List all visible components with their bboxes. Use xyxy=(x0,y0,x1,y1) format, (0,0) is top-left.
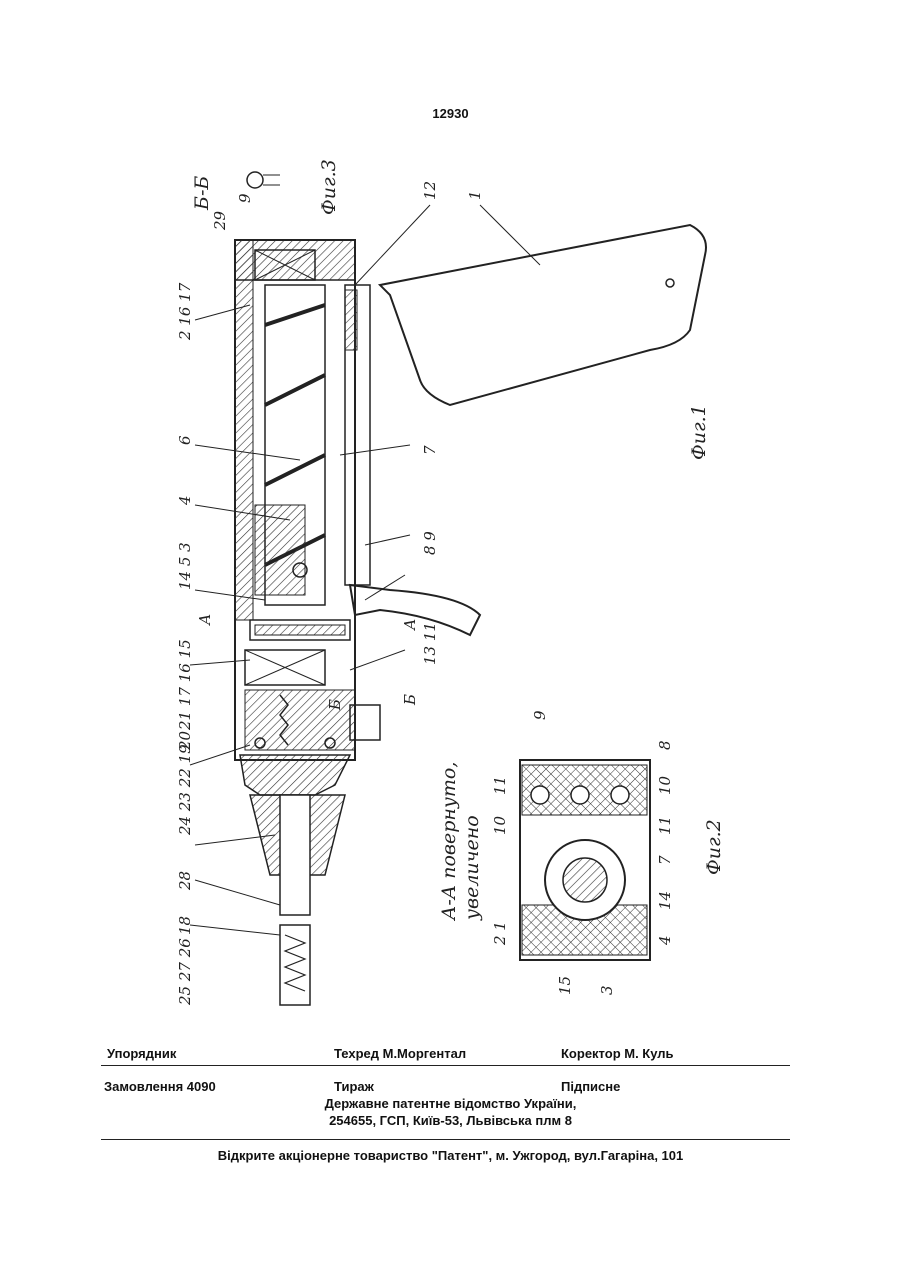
labels-top-1: 25 27 26 xyxy=(176,938,194,1006)
barrel-wall-top xyxy=(235,240,253,620)
office-line-2: 254655, ГСП, Київ-53, Львівська плм 8 xyxy=(0,1113,901,1128)
fig2-label-8: 8 xyxy=(656,740,674,750)
section-aa-caption-2: увеличено xyxy=(461,815,483,921)
fig2-label-2-1: 2 1 xyxy=(491,921,509,946)
section-bb-detail xyxy=(247,172,263,188)
label-12: 12 xyxy=(421,181,439,200)
fig2-label-10b: 10 xyxy=(491,815,509,835)
labels-top-5: 20 xyxy=(176,730,194,751)
patent-drawing: 25 27 26 18 28 24 23 22 19 20 21 17 16 1… xyxy=(150,145,750,1015)
fig2-caption: Фиг.2 xyxy=(703,819,725,875)
corrector-label: Коректор М. Куль xyxy=(561,1046,674,1061)
fig3-caption: Фиг.3 xyxy=(318,159,340,215)
page-number: 12930 xyxy=(0,106,901,121)
labels-top-10: 6 xyxy=(176,435,194,445)
fig2-label-3: 3 xyxy=(598,985,616,995)
nozzle-tube xyxy=(280,795,310,915)
section-aa-caption-1: А-А повернуто, xyxy=(438,762,460,922)
cartridge xyxy=(280,925,310,1005)
labels-top-9: 4 xyxy=(176,495,194,506)
circulation-label: Тираж xyxy=(334,1079,374,1094)
section-bb-caption: Б-Б xyxy=(191,176,213,211)
publisher-line: Відкрите акціонерне товариство "Патент",… xyxy=(0,1148,901,1163)
labels-top-2: 18 xyxy=(176,916,194,935)
fig2-label-11a: 11 xyxy=(491,776,509,795)
fig2-label-15: 15 xyxy=(556,976,574,995)
footer-rule-top xyxy=(101,1065,790,1066)
labels-top-4: 24 23 22 19 xyxy=(176,744,194,836)
fig2-label-7: 7 xyxy=(656,855,674,865)
labels-top-12: 29 xyxy=(211,210,229,231)
label-1: 1 xyxy=(466,190,484,200)
labels-top-7: А xyxy=(196,614,214,626)
label-8-9: 8 9 xyxy=(421,531,439,555)
handle-hole xyxy=(666,279,674,287)
handle-outline xyxy=(380,225,706,405)
label-b-mid: Б xyxy=(326,699,344,711)
label-b-lower: Б xyxy=(401,694,419,706)
compiler-label: Упорядник xyxy=(107,1046,176,1061)
fig2-label-14: 14 xyxy=(656,891,674,910)
order-label: Замовлення 4090 xyxy=(104,1079,216,1094)
fig2-label-10a: 10 xyxy=(656,775,674,795)
labels-top-3: 28 xyxy=(176,871,194,891)
footer-rule-bottom xyxy=(101,1139,790,1140)
fig1-caption: Фиг.1 xyxy=(688,404,710,460)
labels-top-13: 9 xyxy=(236,193,254,203)
nozzle-body xyxy=(240,755,350,795)
fig2-label-9: 9 xyxy=(531,710,549,720)
labels-top-11: 2 16 17 xyxy=(176,282,194,341)
label-a-lower: А xyxy=(401,619,419,631)
label-7: 7 xyxy=(421,445,439,455)
fig2-label-4: 4 xyxy=(656,935,674,946)
labels-top-6: 21 17 16 15 xyxy=(176,639,194,731)
signed-label: Підписне xyxy=(561,1079,620,1094)
labels-top-8: 14 5 3 xyxy=(176,542,194,590)
tech-editor-label: Техред М.Моргентал xyxy=(334,1046,466,1061)
office-line-1: Державне патентне відомство України, xyxy=(0,1096,901,1111)
label-13-11: 13 11 xyxy=(421,622,439,665)
fig2-label-11b: 11 xyxy=(656,816,674,835)
